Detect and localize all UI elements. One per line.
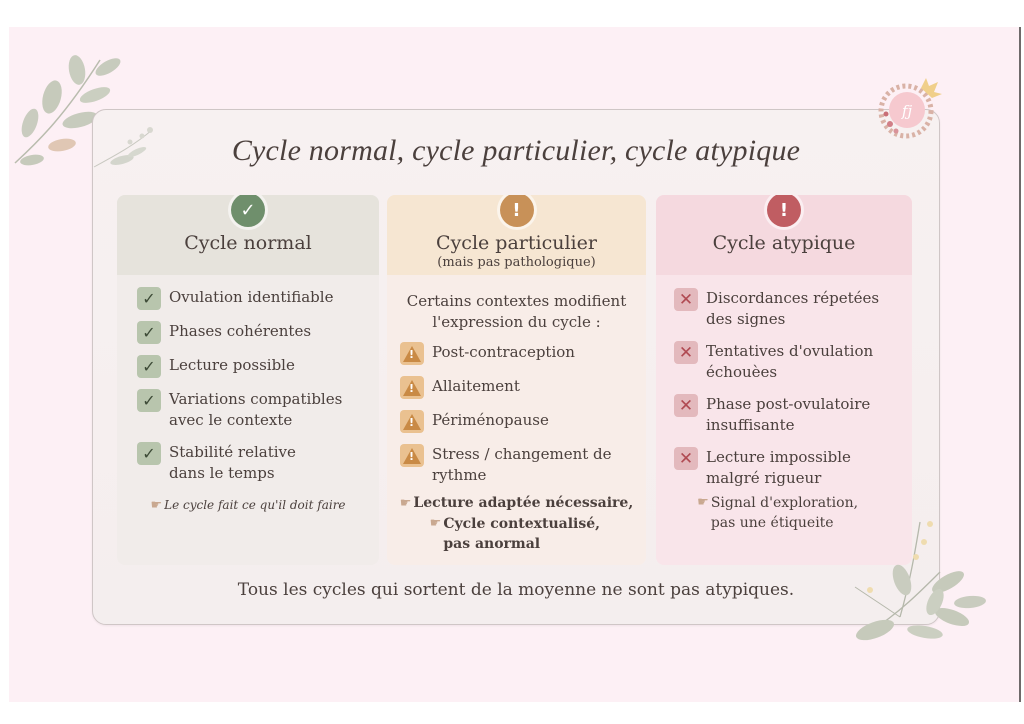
column-cycle-normal: ✓ Cycle normal ✓ Ovulation identifiable … [117,195,379,565]
column-cycle-atypique: ! Cycle atypique ✕ Discordances répetées… [656,195,912,565]
column-intro: Certains contextes modifient l'expressio… [406,292,627,331]
column-subtitle: (mais pas pathologique) [437,255,596,270]
list-item: ✓ Ovulation identifiable [137,287,371,310]
leaf-branch-top-left-icon [14,55,121,166]
brand-logo: fj [876,76,942,142]
column-note: ☛Signal d'exploration, pas une étiqueite [697,495,859,531]
column-cycle-particulier: ! Cycle particulier (mais pas pathologiq… [387,195,646,565]
column-note: ☛Lecture adaptée nécessaire, ☛Cycle cont… [399,495,634,552]
column-note: ☛Le cycle fait ce qu'il doit faire [150,498,346,513]
column-header: ✓ Cycle normal [117,195,379,275]
pointing-hand-icon: ☛ [429,516,442,531]
checkbox-check-icon: ✓ [137,442,161,465]
checkbox-check-icon: ✓ [137,389,161,412]
criteria-list: ✓ Ovulation identifiable ✓ Phases cohére… [137,287,371,495]
floral-wreath-icon: fj [878,78,942,139]
list-item: ✕ Lecture impossible malgré rigueur [674,447,904,489]
pointing-hand-icon: ☛ [150,498,163,513]
page-title: Cycle normal, cycle particulier, cycle a… [231,134,801,167]
checkbox-check-icon: ✓ [137,287,161,310]
exclamation-circle-icon: ! [767,195,801,227]
column-header: ! Cycle atypique [656,195,912,275]
list-item: ✓ Phases cohérentes [137,321,371,344]
signs-list: ✕ Discordances répetées des signes ✕ Ten… [674,288,904,500]
footer-statement: Tous les cycles qui sortent de la moyenn… [237,580,795,600]
check-circle-icon: ✓ [231,195,265,227]
cross-icon: ✕ [674,447,698,470]
list-item: ✕ Phase post-ovulatoire insuffisante [674,394,904,436]
warning-triangle-icon [400,376,424,399]
list-item: ✓ Lecture possible [137,355,371,378]
list-item: Périménopause [400,410,638,433]
sprig-icon [93,127,153,168]
svg-text:fj: fj [901,102,913,120]
list-item: Post-contraception [400,342,638,365]
column-title: Cycle normal [184,232,312,254]
leaf-branch-bottom-right-icon [854,521,986,641]
list-item: ✓ Variations compatibles avec le context… [137,389,371,431]
column-header: ! Cycle particulier (mais pas pathologiq… [387,195,646,275]
list-item: ✕ Tentatives d'ovulation échouèes [674,341,904,383]
column-title: Cycle particulier [436,232,597,254]
cross-icon: ✕ [674,341,698,364]
warning-triangle-icon [400,444,424,467]
list-item: ✓ Stabilité relative dans le temps [137,442,371,484]
pointing-hand-icon: ☛ [697,495,709,510]
cross-icon: ✕ [674,288,698,311]
context-list: Post-contraception Allaitement Périménop… [400,342,638,497]
exclamation-circle-icon: ! [499,195,534,227]
warning-triangle-icon [400,342,424,365]
checkbox-check-icon: ✓ [137,355,161,378]
list-item: ✕ Discordances répetées des signes [674,288,904,330]
cross-icon: ✕ [674,394,698,417]
warning-triangle-icon [400,410,424,433]
column-title: Cycle atypique [712,232,856,254]
list-item: Stress / changement de rythme [400,444,638,486]
pointing-hand-icon: ☛ [399,496,412,511]
checkbox-check-icon: ✓ [137,321,161,344]
list-item: Allaitement [400,376,638,399]
